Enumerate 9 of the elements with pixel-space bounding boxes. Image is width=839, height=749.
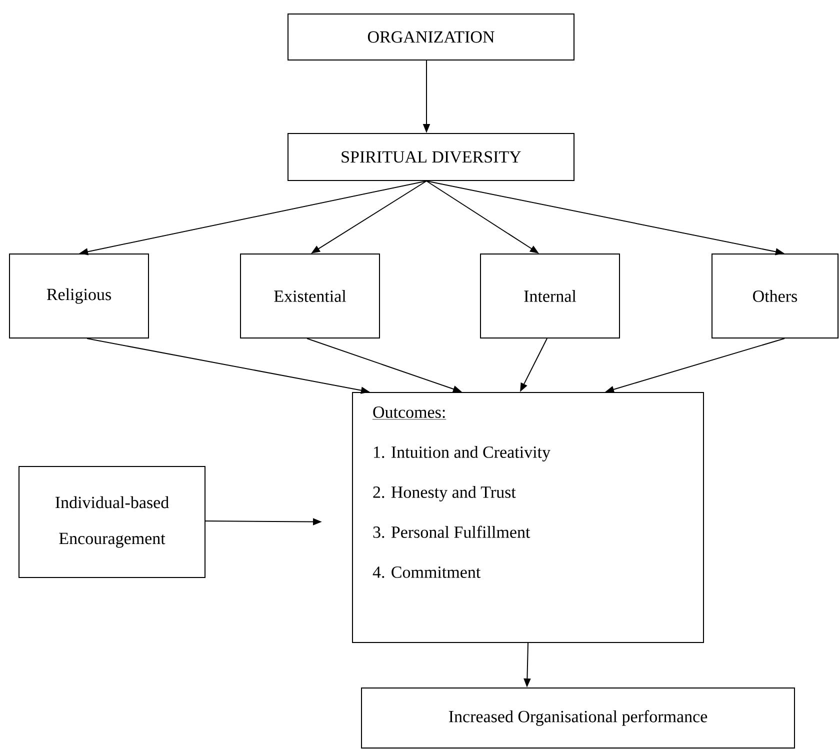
process-box: Individual-based Encouragement	[18, 466, 206, 578]
outcomes-box: Outcomes: 1. Intuition and Creativity 2. Honesty and Trust 3. Personal Fulfillment 4. Commitment	[352, 392, 704, 643]
process-box: Internal	[480, 254, 620, 338]
process-box: Others	[712, 254, 838, 338]
process-box: Existential	[240, 254, 380, 338]
process-box: Religious	[9, 254, 149, 338]
process-box: ORGANIZATION	[288, 14, 574, 60]
process-box: Increased Organisational performance	[361, 688, 795, 748]
process-box: SPIRITUAL DIVERSITY	[288, 133, 574, 181]
